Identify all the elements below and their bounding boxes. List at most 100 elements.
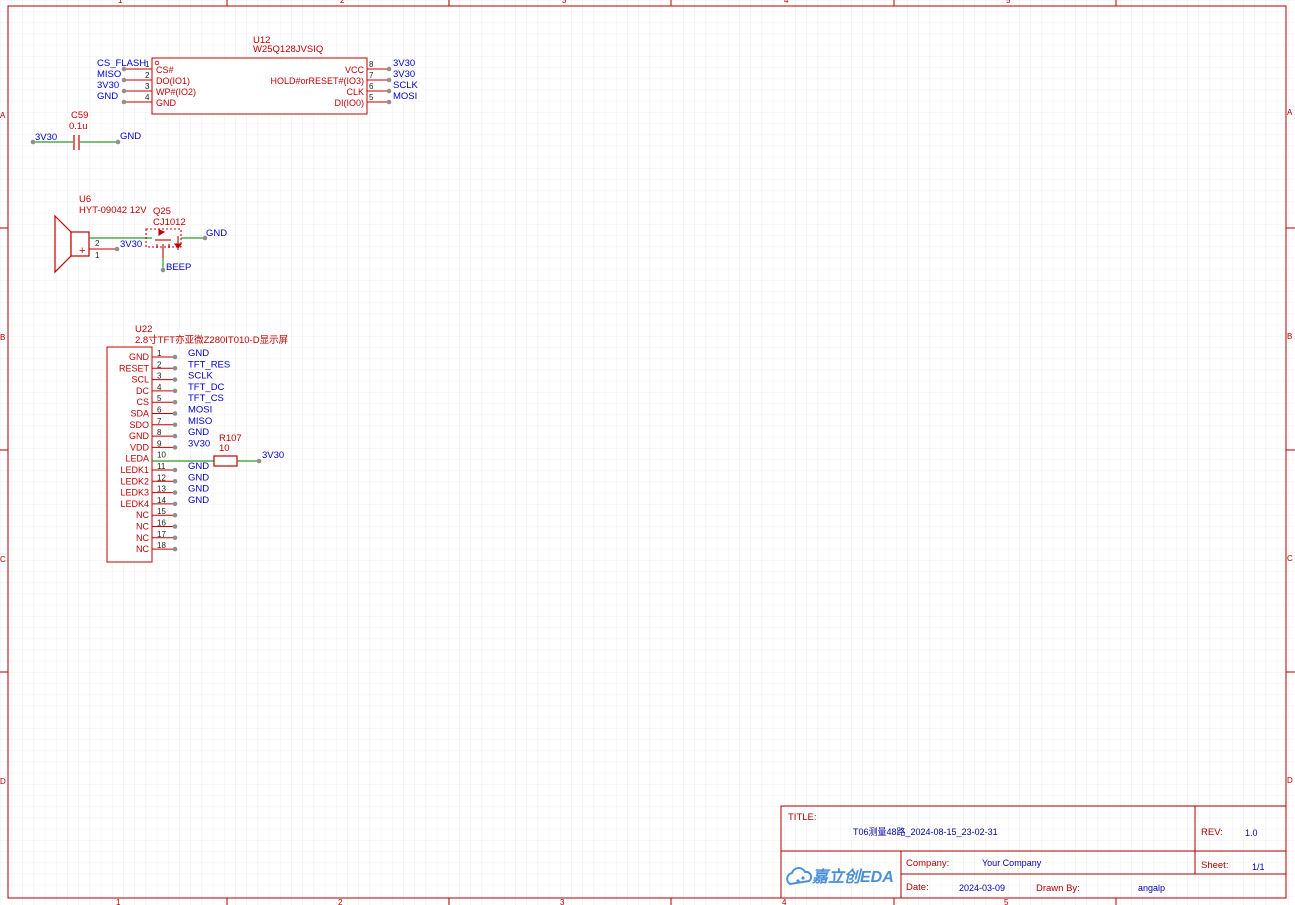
pin-name: DI(IO0) (334, 98, 364, 108)
row-label: D (1287, 776, 1293, 785)
pin-name: GND (156, 98, 177, 108)
pin-endpoint[interactable] (172, 399, 178, 405)
net-label: 3V30 (262, 450, 284, 461)
pin-number: 6 (157, 406, 162, 415)
pin-name: CS (136, 397, 149, 407)
pin-endpoint[interactable] (172, 467, 178, 473)
c59-capacitor[interactable]: C59 0.1u 3V30 GND (30, 110, 142, 150)
net-label: BEEP (166, 262, 191, 273)
u6-buzzer[interactable]: U6 HYT-09042 12V + 2 1 3V30 (54, 194, 152, 274)
pin-endpoint[interactable] (172, 354, 178, 360)
net-label: GND (188, 348, 209, 359)
net-label: 3V30 (120, 239, 142, 250)
net-label: SCLK (393, 80, 418, 91)
net-label: GND (188, 472, 209, 483)
pin-endpoint[interactable] (172, 535, 178, 541)
net-label: 3V30 (393, 69, 415, 80)
title-block (780, 805, 1287, 899)
q25-value: CJ1012 (153, 217, 186, 228)
col-label: 3 (560, 898, 565, 905)
row-label: B (0, 333, 5, 342)
pin-name: SDO (129, 420, 149, 430)
pin-number: 8 (369, 60, 374, 69)
net-label: MISO (97, 69, 121, 80)
pin-number: 16 (157, 519, 166, 528)
net-label: 3V30 (35, 132, 57, 143)
pin-endpoint[interactable] (172, 445, 178, 450)
u12-value: W25Q128JVSIQ (253, 44, 323, 55)
pin-number: 3 (157, 372, 162, 381)
cloud-icon (786, 867, 813, 886)
u6-ref: U6 (79, 194, 91, 205)
drawn-by-value: angalp (1138, 883, 1165, 893)
pin-endpoint[interactable] (172, 479, 178, 484)
pin-name: DC (136, 386, 149, 396)
q25-ref: Q25 (153, 206, 171, 217)
company-label: Company: (906, 858, 949, 869)
net-label: TFT_CS (188, 393, 224, 404)
pin-endpoint[interactable] (172, 490, 178, 495)
col-label: 5 (1004, 898, 1009, 905)
pin-number: 3 (145, 82, 150, 91)
q25-mosfet[interactable]: Q25 CJ1012 GND BEEP (145, 206, 227, 273)
u12-nets-left: CS_FLASH MISO 3V30 GND (97, 58, 146, 102)
pin-number: 9 (157, 439, 162, 448)
u12-ref: U12 (253, 35, 270, 46)
c59-ref: C59 (71, 110, 88, 121)
net-label: CS_FLASH (97, 58, 146, 69)
u12-pin-names: CS# DO(IO1) WP#(IO2) GND VCC HOLD#orRESE… (156, 65, 364, 108)
pin-number: 18 (157, 541, 166, 550)
logo-text: 嘉立创EDA (811, 868, 894, 886)
pin-name: NC (136, 510, 149, 520)
rev-value: 1.0 (1245, 828, 1258, 838)
u12-flash-chip[interactable]: U12 W25Q128JVSIQ CS_FLASH MISO 3V30 GND … (97, 35, 418, 115)
pin-name: LEDK2 (120, 476, 149, 486)
pin-endpoint[interactable] (172, 524, 178, 529)
pin-endpoint[interactable] (172, 366, 178, 371)
col-label: 2 (338, 898, 343, 905)
u12-body (151, 57, 368, 115)
r107-resistor[interactable]: R107 10 3V30 (152, 433, 284, 467)
pin-number: 8 (157, 428, 162, 437)
row-label: A (1287, 108, 1293, 117)
pin-endpoint[interactable] (172, 501, 178, 507)
pin-name: LEDA (125, 454, 149, 464)
u22-value: 2.8寸TFT亦亚微Z280IT010-D显示屏 (135, 334, 288, 346)
pin-endpoint[interactable] (172, 512, 178, 518)
net-label: GND (188, 484, 209, 495)
pin-name: GND (129, 431, 150, 441)
pin-number: 2 (157, 360, 162, 369)
net-label: TFT_RES (188, 359, 230, 370)
net-label: 3V30 (188, 438, 210, 449)
pin-endpoint[interactable] (172, 388, 178, 394)
pin-endpoint[interactable] (172, 411, 178, 416)
pin-number: 7 (369, 71, 374, 80)
pin-endpoint[interactable] (172, 546, 178, 552)
pin-name: SDA (130, 409, 149, 419)
pin-endpoint[interactable] (172, 377, 178, 382)
u12-nets-right: 3V30 3V30 SCLK MOSI (393, 58, 418, 102)
pin-name: LEDK3 (120, 488, 149, 498)
pin-number: 11 (157, 462, 166, 471)
pin-name: VDD (130, 442, 150, 452)
date-label: Date: (906, 882, 929, 893)
pin-number: 14 (157, 496, 166, 505)
pin-endpoint[interactable] (172, 422, 178, 428)
company-logo: 嘉立创EDA (786, 867, 894, 886)
pin-endpoint[interactable] (172, 433, 178, 439)
drawn-by-label: Drawn By: (1036, 883, 1080, 894)
pin-number: 2 (95, 239, 100, 248)
pin-number: 1 (95, 251, 100, 260)
pin-number: 7 (157, 417, 162, 426)
u6-value: HYT-09042 12V (79, 205, 147, 216)
pin-number: 4 (157, 383, 162, 392)
col-label: 3 (562, 0, 567, 5)
sheet-value: 1/1 (1252, 862, 1265, 872)
pin-number: 2 (145, 71, 150, 80)
net-label: MOSI (393, 91, 417, 102)
row-label: B (1287, 332, 1292, 341)
